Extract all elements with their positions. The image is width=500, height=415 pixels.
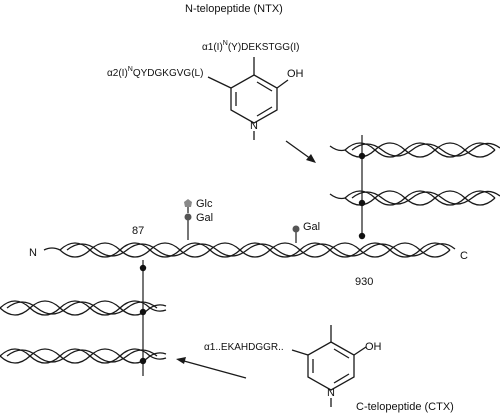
ntx-title: N-telopeptide (NTX): [185, 3, 283, 15]
position-930-label: 930: [355, 276, 373, 288]
lower-left-helix-1: [0, 300, 167, 316]
glc-sugar-icon: [184, 199, 192, 207]
glycosylation-site-1: [184, 199, 192, 240]
upper-right-helix-2: [329, 190, 500, 206]
glc-label: Glc: [196, 198, 213, 210]
gal-label-2: Gal: [303, 221, 320, 233]
ntx-alpha2-label: α2(I)NQYDGKGVG(L): [107, 66, 203, 79]
ctx-title: C-telopeptide (CTX): [356, 401, 454, 413]
crosslink-930: [358, 135, 366, 240]
ctx-seq-label: α1..EKAHDGGR..: [204, 342, 284, 353]
gal-sugar-icon: [292, 225, 300, 233]
ctx-oh-label: OH: [365, 341, 382, 353]
gal-label-1: Gal: [196, 212, 213, 224]
ntx-pyridinoline-ring: [207, 57, 289, 140]
glycosylation-site-2: [292, 225, 300, 243]
central-helix: [43, 242, 456, 258]
end-c-label: C: [460, 250, 468, 262]
ntx-alpha1-label: α1(I)N(Y)DEKSTGG(I): [202, 40, 300, 53]
gal-sugar-icon: [184, 213, 192, 221]
ntx-oh-label: OH: [287, 68, 304, 80]
ctx-pyridinoline-ring: [291, 325, 367, 407]
ntx-ring-nitrogen: N: [250, 120, 258, 132]
lower-left-helix-2: [0, 348, 167, 364]
ctx-ring-nitrogen: N: [327, 387, 335, 399]
position-87-label: 87: [132, 225, 144, 237]
crosslink-87: [139, 260, 147, 376]
end-n-label: N: [29, 247, 37, 259]
ctx-arrow: [176, 357, 247, 379]
upper-right-helix-1: [329, 142, 500, 158]
ntx-arrow: [285, 140, 316, 163]
